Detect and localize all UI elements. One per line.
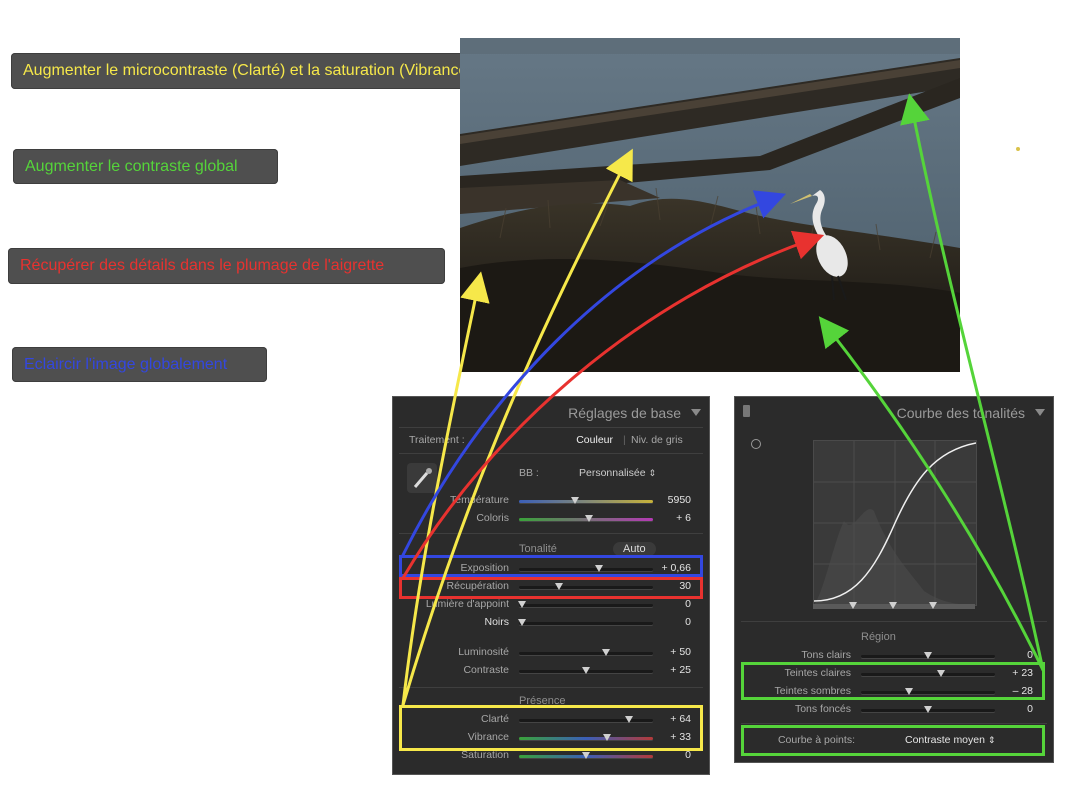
vibrance-value[interactable]: + 33 xyxy=(670,731,691,743)
slider-thumb[interactable] xyxy=(924,706,932,713)
lights-label: Teintes claires xyxy=(784,667,851,679)
clarity-value[interactable]: + 64 xyxy=(670,713,691,725)
wb-label: BB : xyxy=(519,467,539,479)
blacks-label: Noirs xyxy=(484,616,509,628)
tint-label: Coloris xyxy=(476,512,509,524)
slider-thumb[interactable] xyxy=(517,619,526,626)
brightness-label: Luminosité xyxy=(458,646,509,658)
shadows-label: Tons foncés xyxy=(794,703,851,715)
tone-curve-graph[interactable] xyxy=(813,440,977,606)
recovery-slider[interactable] xyxy=(519,586,653,589)
slider-thumb[interactable] xyxy=(595,565,604,572)
darks-slider[interactable] xyxy=(861,691,995,694)
target-adjust-icon[interactable] xyxy=(751,439,761,449)
callout-egret-details: Récupérer des détails dans le plumage de… xyxy=(8,248,445,284)
fill-light-slider[interactable] xyxy=(519,604,653,607)
highlights-label: Tons clairs xyxy=(801,649,851,661)
brightness-value[interactable]: + 50 xyxy=(670,646,691,658)
lights-value[interactable]: + 23 xyxy=(1012,667,1033,679)
tint-value[interactable]: + 6 xyxy=(676,512,691,524)
stray-dot xyxy=(1016,147,1020,151)
slider-thumb[interactable] xyxy=(603,734,612,741)
callout-brighten-image: Eclaircir l'image globalement xyxy=(12,347,267,382)
slider-thumb[interactable] xyxy=(905,688,914,695)
eyedropper-icon[interactable] xyxy=(407,463,437,493)
contrast-label: Contraste xyxy=(463,664,509,676)
fill-light-value[interactable]: 0 xyxy=(685,598,691,610)
updown-arrows-icon: ⇕ xyxy=(648,468,657,478)
point-curve-select[interactable]: Contraste moyen ⇕ xyxy=(905,734,995,746)
slider-thumb[interactable] xyxy=(624,716,633,723)
basic-adjustments-panel: Réglages de base Traitement : Couleur | … xyxy=(392,396,710,775)
fill-light-label: Lumière d'appoint xyxy=(425,598,509,610)
temperature-value[interactable]: 5950 xyxy=(667,494,691,506)
slider-thumb[interactable] xyxy=(937,670,946,677)
treatment-label: Traitement : xyxy=(409,434,465,446)
split-handle-midtones[interactable] xyxy=(889,602,897,609)
treatment-gray-option[interactable]: Niv. de gris xyxy=(631,434,683,446)
vibrance-slider[interactable] xyxy=(519,737,653,740)
presence-header: Présence xyxy=(519,695,566,707)
darks-label: Teintes sombres xyxy=(774,685,851,697)
auto-tone-button[interactable]: Auto xyxy=(613,542,656,556)
shadows-value[interactable]: 0 xyxy=(1027,703,1033,715)
saturation-value[interactable]: 0 xyxy=(685,749,691,761)
slider-thumb[interactable] xyxy=(582,752,590,759)
recovery-value[interactable]: 30 xyxy=(679,580,691,592)
callout-global-contrast: Augmenter le contraste global xyxy=(13,149,278,184)
split-handle-shadows[interactable] xyxy=(849,602,857,609)
exposure-slider[interactable] xyxy=(519,568,653,571)
slider-thumb[interactable] xyxy=(582,667,590,674)
panel-switch-icon[interactable] xyxy=(743,405,750,417)
slider-thumb[interactable] xyxy=(602,649,611,656)
slider-thumb[interactable] xyxy=(584,515,593,522)
callout-clarity-vibrance: Augmenter le microcontraste (Clarté) et … xyxy=(11,53,538,89)
vibrance-label: Vibrance xyxy=(467,731,509,743)
point-curve-value: Contraste moyen xyxy=(905,734,985,746)
clarity-label: Clarté xyxy=(480,713,509,725)
collapse-triangle-icon[interactable] xyxy=(1035,409,1045,416)
treatment-color-option[interactable]: Couleur xyxy=(576,434,613,446)
recovery-label: Récupération xyxy=(446,580,509,592)
region-header: Région xyxy=(861,631,896,643)
clarity-slider[interactable] xyxy=(519,719,653,722)
temperature-label: Température xyxy=(450,494,509,506)
darks-value[interactable]: – 28 xyxy=(1012,685,1033,697)
wb-value: Personnalisée xyxy=(579,467,646,479)
egret-photo xyxy=(460,38,960,372)
contrast-value[interactable]: + 25 xyxy=(670,664,691,676)
updown-arrows-icon: ⇕ xyxy=(987,735,996,745)
point-curve-label: Courbe à points: xyxy=(777,734,855,746)
split-handle-highlights[interactable] xyxy=(929,602,937,609)
lights-slider[interactable] xyxy=(861,673,995,676)
slider-thumb[interactable] xyxy=(571,497,580,504)
brightness-slider[interactable] xyxy=(519,652,653,655)
wb-select[interactable]: Personnalisée ⇕ xyxy=(579,467,656,479)
tone-curve-panel: Courbe des tonalités Région Tons clairs … xyxy=(734,396,1054,763)
slider-thumb[interactable] xyxy=(517,601,526,608)
saturation-label: Saturation xyxy=(461,749,509,761)
basic-panel-title: Réglages de base xyxy=(568,405,681,421)
collapse-triangle-icon[interactable] xyxy=(691,409,701,416)
highlights-value[interactable]: 0 xyxy=(1027,649,1033,661)
slider-thumb[interactable] xyxy=(555,583,564,590)
blacks-value[interactable]: 0 xyxy=(685,616,691,628)
temperature-slider[interactable] xyxy=(519,500,653,503)
tone-panel-title: Courbe des tonalités xyxy=(896,405,1025,421)
tone-header: Tonalité xyxy=(519,543,557,555)
exposure-value[interactable]: + 0,66 xyxy=(661,562,692,574)
exposure-label: Exposition xyxy=(460,562,509,574)
slider-thumb[interactable] xyxy=(924,652,932,659)
blacks-slider[interactable] xyxy=(519,622,653,625)
